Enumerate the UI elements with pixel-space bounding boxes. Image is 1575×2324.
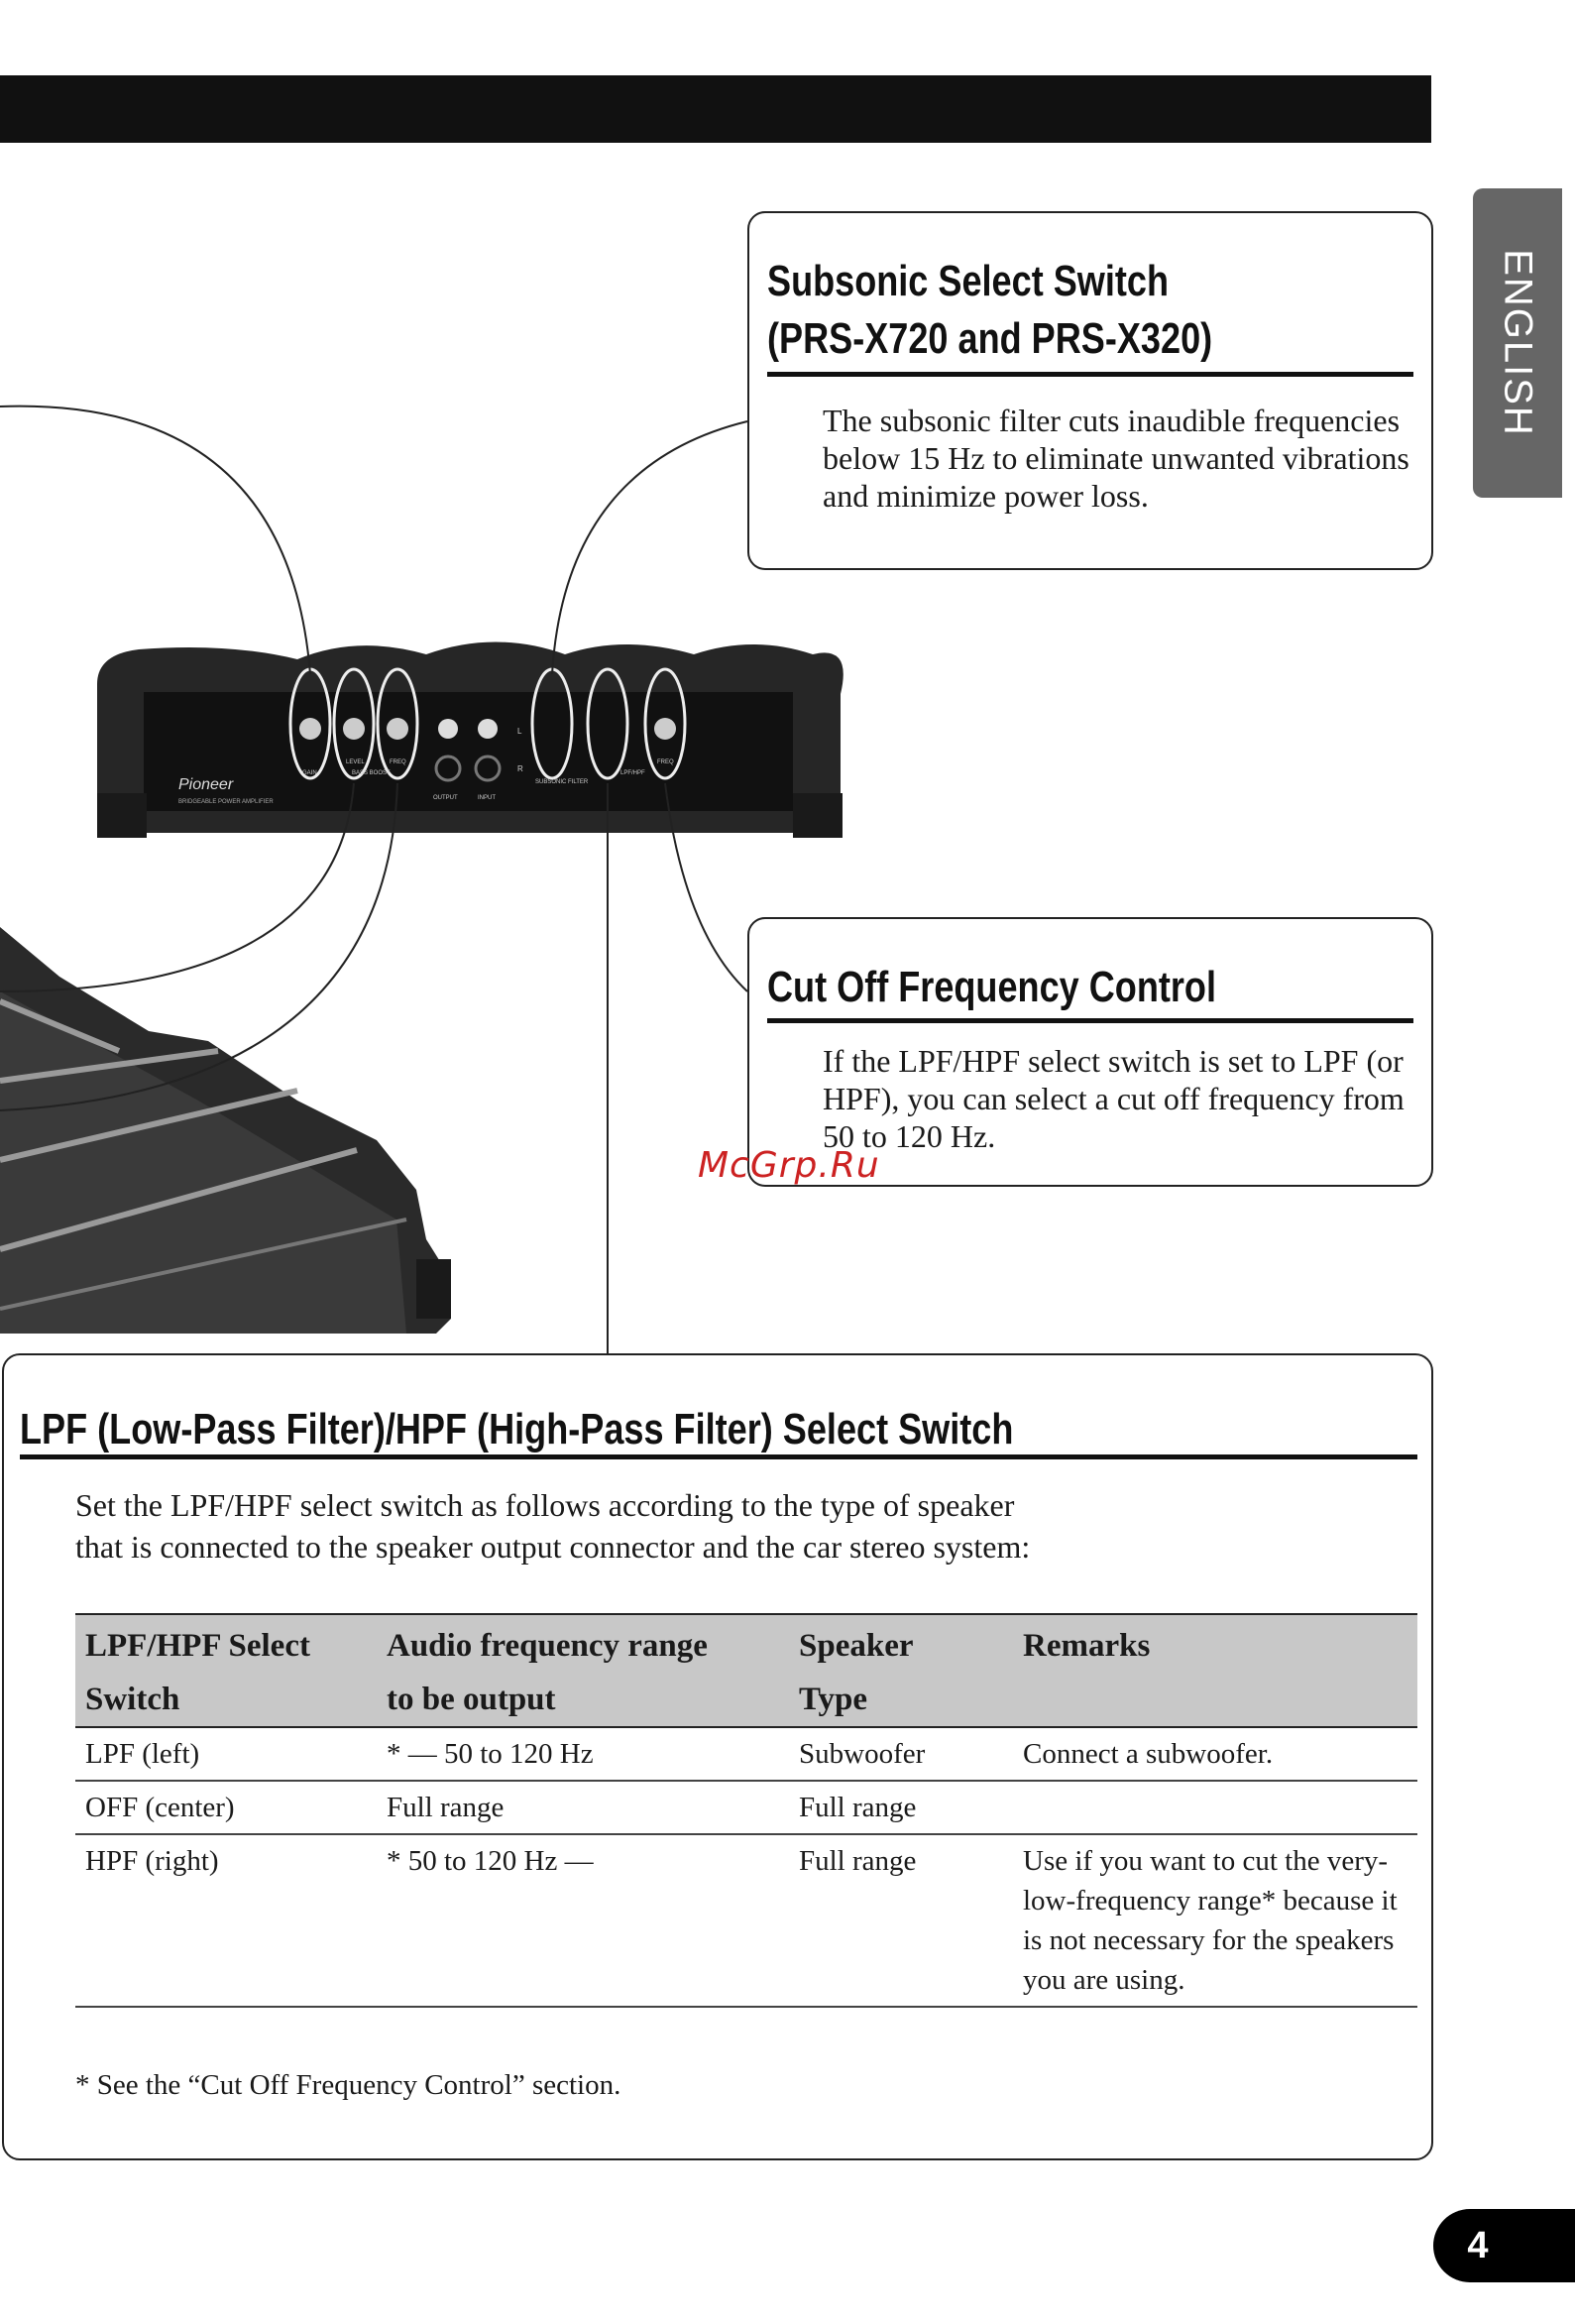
- table-cell: Use if you want to cut the very-low-freq…: [1013, 1834, 1417, 2008]
- cutoff-heading: Cut Off Frequency Control: [767, 959, 1314, 1016]
- amp-input-label: INPUT: [478, 795, 496, 801]
- lpf-title: LPF (Low-Pass Filter)/HPF (High-Pass Fil…: [20, 1405, 1014, 1453]
- cutoff-title: Cut Off Frequency Control: [767, 963, 1216, 1011]
- page-number-tab: 4: [1433, 2209, 1575, 2282]
- amp-brand: Pioneer: [178, 776, 234, 793]
- language-tab: ENGLISH: [1473, 188, 1562, 498]
- lpf-hpf-section: LPF (Low-Pass Filter)/HPF (High-Pass Fil…: [2, 1353, 1433, 2160]
- amp-model-line: BRIDGEABLE POWER AMPLIFIER: [178, 799, 274, 805]
- amp-bass-boost-label: BASS BOOST: [352, 770, 391, 776]
- subsonic-title-line1: Subsonic Select Switch: [767, 257, 1170, 305]
- amp-level-label: LEVEL: [346, 759, 365, 765]
- table-cell: Full range: [789, 1834, 1013, 2008]
- amp-l-label: L: [517, 727, 522, 736]
- amp-freq-label: FREQ: [390, 759, 406, 765]
- amp-output-label: OUTPUT: [433, 795, 458, 801]
- table-cell: * — 50 to 120 Hz: [377, 1727, 789, 1782]
- table-cell: LPF (left): [75, 1727, 377, 1782]
- lpf-heading: LPF (Low-Pass Filter)/HPF (High-Pass Fil…: [20, 1401, 1231, 1458]
- table-cell: [1013, 1781, 1417, 1835]
- lpf-rule: [20, 1454, 1417, 1459]
- table-cell: HPF (right): [75, 1834, 377, 2008]
- amp-r-label: R: [517, 764, 523, 773]
- subsonic-heading: Subsonic Select Switch (PRS-X720 and PRS…: [767, 253, 1310, 368]
- amplifier-perspective-body: [0, 927, 451, 1334]
- lpf-intro: Set the LPF/HPF select switch as follows…: [75, 1484, 1364, 1568]
- table-cell: Subwoofer: [789, 1727, 1013, 1782]
- table-cell: OFF (center): [75, 1781, 377, 1835]
- subsonic-callout-box: Subsonic Select Switch (PRS-X720 and PRS…: [747, 211, 1433, 570]
- amp-gain-label: GAIN: [302, 770, 317, 776]
- cutoff-body: If the LPF/HPF select switch is set to L…: [823, 1043, 1405, 1154]
- page-number: 4: [1447, 2215, 1509, 2276]
- subsonic-rule: [767, 372, 1413, 377]
- amp-subsonic-filter-label: SUBSONIC FILTER: [535, 779, 589, 785]
- cutoff-rule: [767, 1018, 1413, 1023]
- table-row: HPF (right) * 50 to 120 Hz — Full range …: [75, 1834, 1417, 2008]
- watermark-link[interactable]: McGrp.Ru: [698, 1145, 880, 1186]
- knob-group: [288, 667, 687, 782]
- table-header-cell: Remarks: [1013, 1613, 1417, 1728]
- table-row: LPF (left) * — 50 to 120 Hz Subwoofer Co…: [75, 1727, 1417, 1782]
- lpf-intro-line1: Set the LPF/HPF select switch as follows…: [75, 1487, 1015, 1523]
- table-cell: Connect a subwoofer.: [1013, 1727, 1417, 1782]
- subsonic-body: The subsonic filter cuts inaudible frequ…: [823, 403, 1409, 514]
- amp-lpf-hpf-label: LPF/HPF: [620, 770, 645, 776]
- callout-lines: [0, 405, 748, 1353]
- amp-freq2-label: FREQ: [657, 759, 674, 765]
- lpf-intro-line2: that is connected to the speaker output …: [75, 1529, 1031, 1565]
- table-row: OFF (center) Full range Full range: [75, 1781, 1417, 1835]
- table-cell: Full range: [789, 1781, 1013, 1835]
- table-cell: Full range: [377, 1781, 789, 1835]
- top-header-bar: [0, 75, 1431, 143]
- subsonic-title-line2: (PRS-X720 and PRS-X320): [767, 314, 1213, 363]
- cutoff-callout-box: Cut Off Frequency Control If the LPF/HPF…: [747, 917, 1433, 1187]
- lpf-footnote: * See the “Cut Off Frequency Control” se…: [75, 2069, 621, 2101]
- table-cell: * 50 to 120 Hz —: [377, 1834, 789, 2008]
- amplifier-front: Pioneer BRIDGEABLE POWER AMPLIFIER GAIN …: [97, 641, 844, 838]
